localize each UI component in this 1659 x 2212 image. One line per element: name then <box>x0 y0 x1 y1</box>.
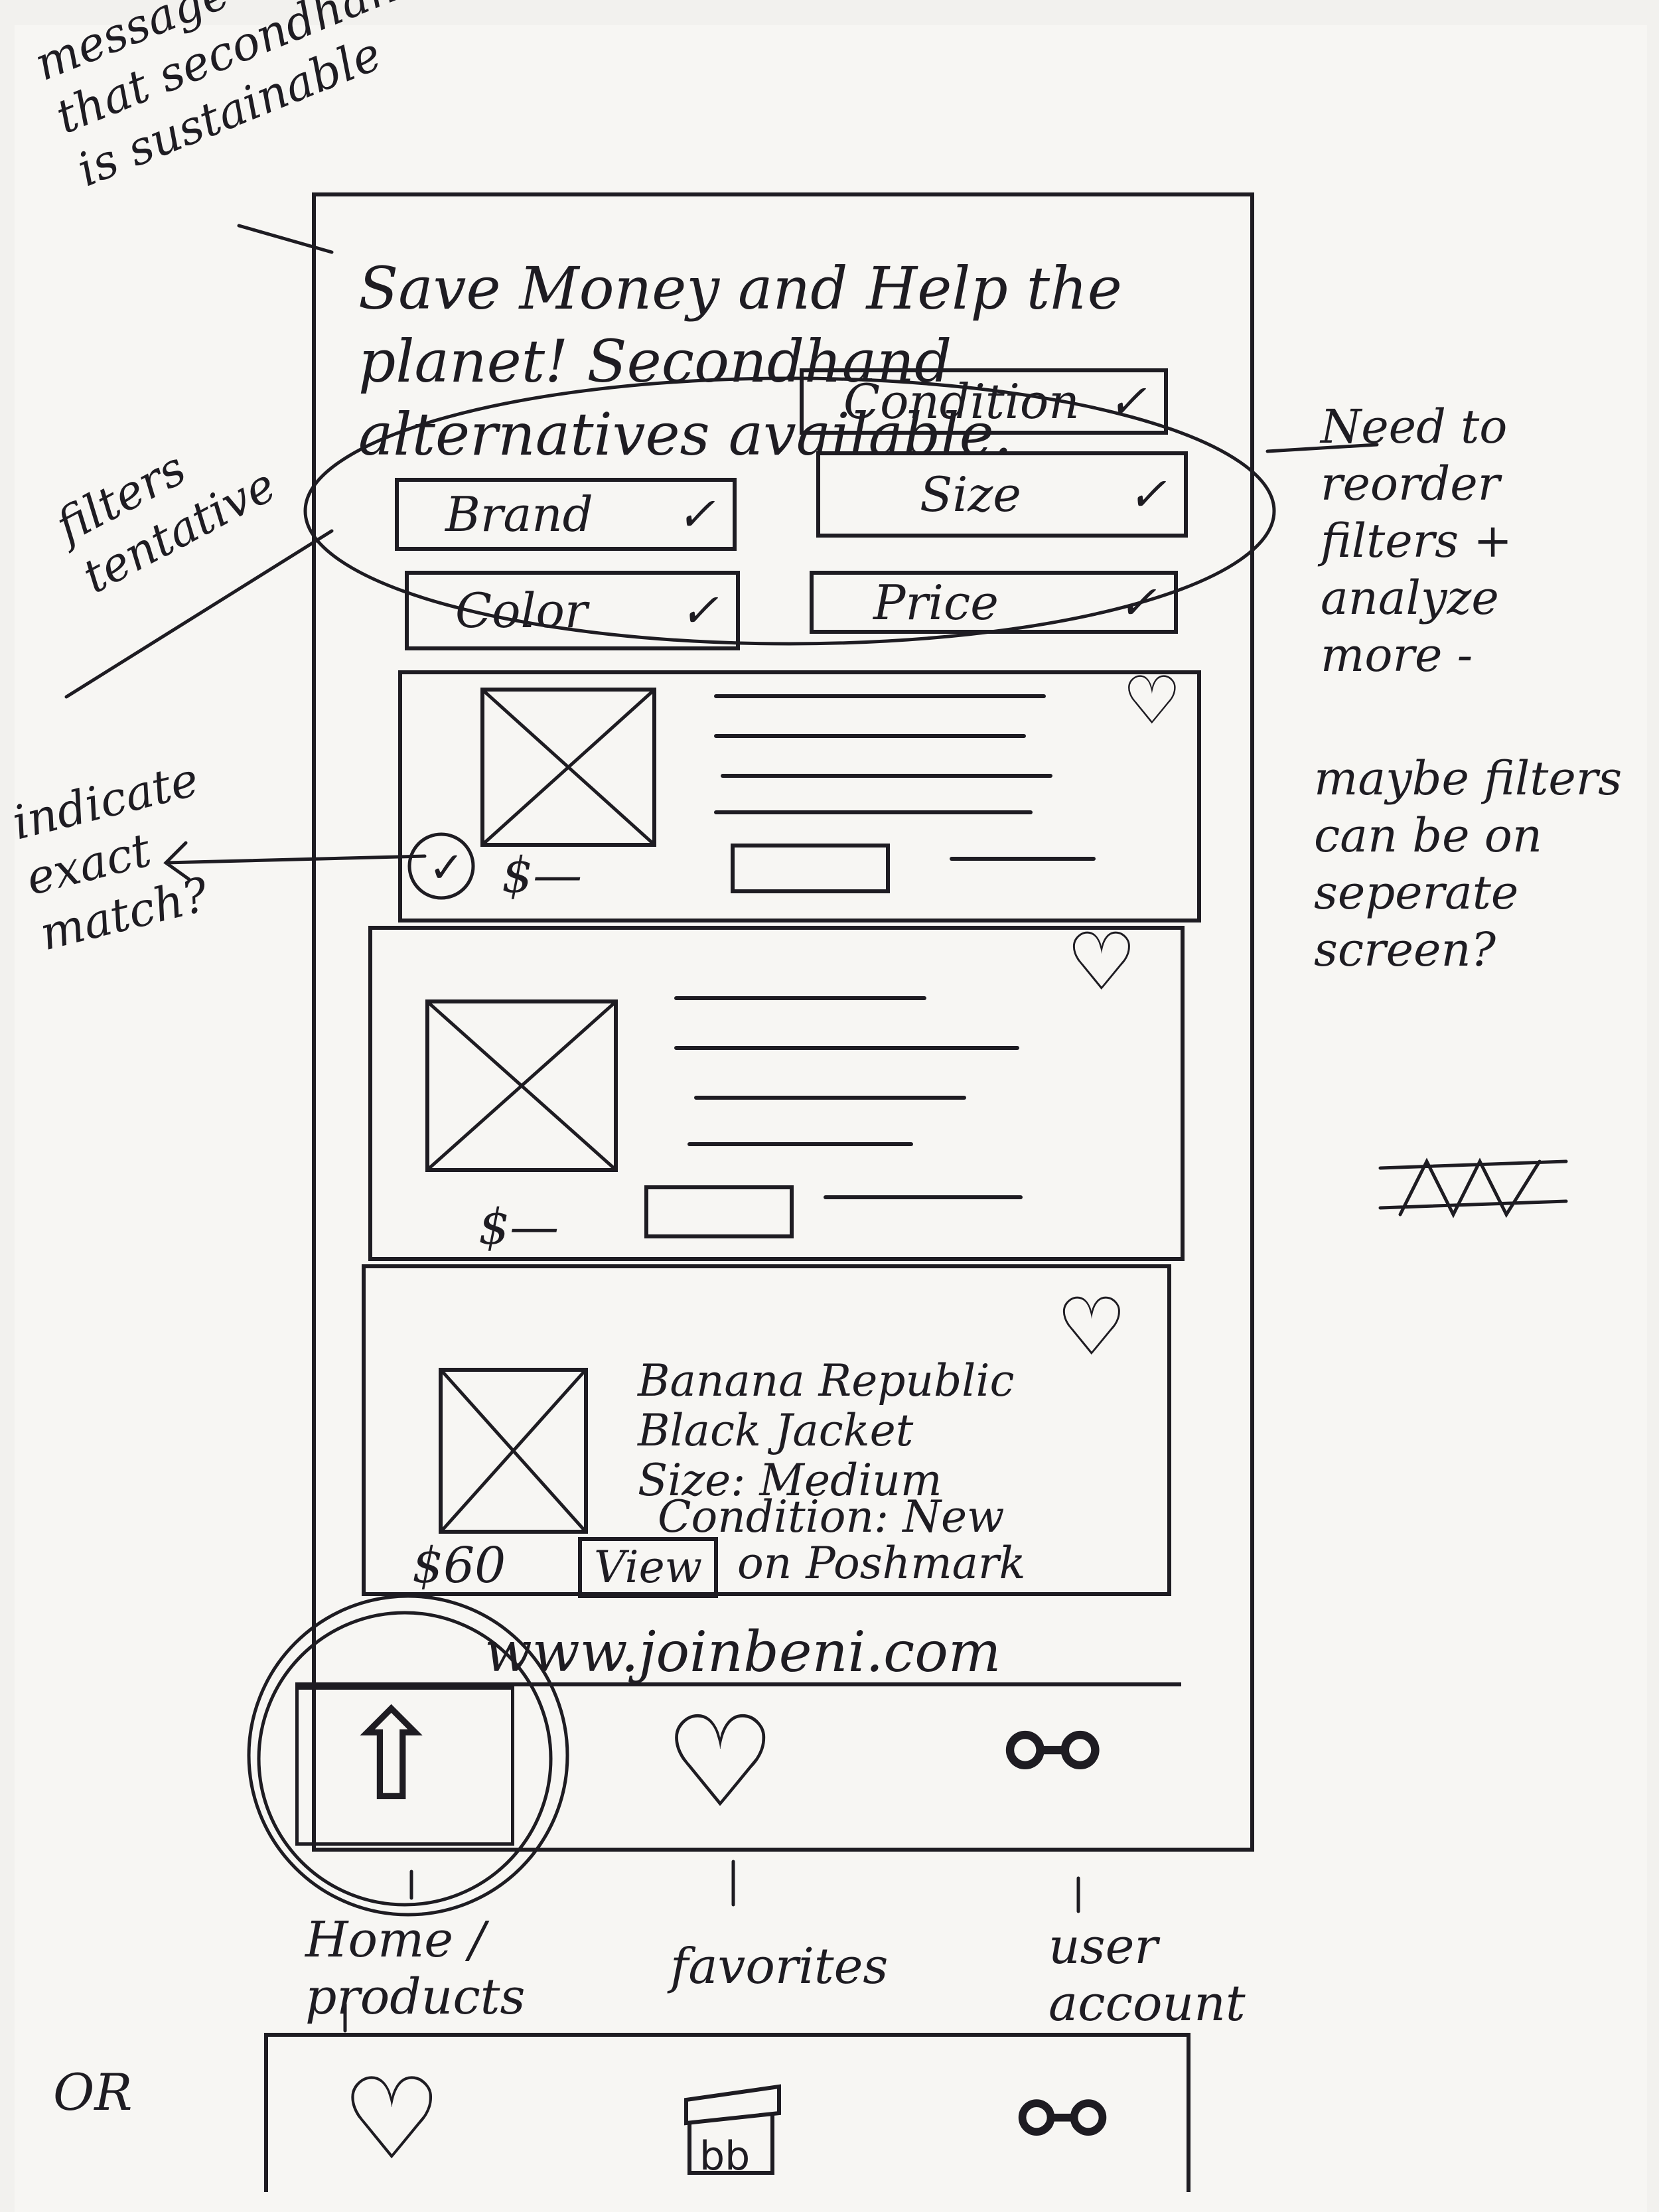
filter-label: Color <box>455 583 588 638</box>
image-placeholder-icon <box>441 1370 585 1531</box>
filter-brand[interactable]: Brand ✓ <box>395 478 737 551</box>
home-nav-label: Home / products <box>305 1911 526 2026</box>
favorite-heart-icon[interactable]: ♡ <box>1056 1282 1127 1374</box>
filter-condition[interactable]: Condition ✓ <box>800 368 1168 435</box>
view-button[interactable]: View <box>578 1537 719 1598</box>
shopping-bag-icon[interactable]: bb <box>680 2073 812 2206</box>
reorder-pointer-line <box>1265 443 1379 453</box>
chevron-down-icon: ✓ <box>676 487 715 542</box>
user-icon[interactable]: ⚯ <box>1018 2057 1108 2181</box>
text-placeholder-line <box>694 1096 966 1100</box>
product-name: Black Jacket <box>638 1405 914 1456</box>
product-card[interactable]: ♡ Banana Republic Black Jacket Size: Med… <box>362 1264 1171 1598</box>
text-placeholder-line <box>674 1046 1019 1050</box>
user-icon[interactable]: ⚯ <box>1005 1687 1100 1818</box>
or-label: OR <box>53 2063 133 2122</box>
exact-match-circle <box>407 832 475 900</box>
filter-label: Size <box>920 467 1021 522</box>
view-button-placeholder[interactable] <box>644 1185 794 1238</box>
chevron-down-icon: ✓ <box>1118 575 1157 630</box>
product-size: Size: Medium <box>638 1455 942 1506</box>
text-placeholder-line <box>950 857 1096 861</box>
filter-color[interactable]: Color ✓ <box>405 571 740 650</box>
filters-ellipse <box>303 376 1276 646</box>
product-image-placeholder <box>425 999 618 1172</box>
filter-label: Condition <box>843 374 1080 429</box>
alternative-bottom-nav: ♡ bb ⚯ <box>264 2033 1190 2192</box>
sustainability-banner: Save Money and Help the planet! Secondha… <box>358 254 1122 469</box>
image-placeholder-icon <box>428 1002 615 1169</box>
paper-sheet <box>15 25 1647 2212</box>
filter-price[interactable]: Price ✓ <box>810 571 1178 634</box>
scribble-mark <box>1378 1157 1568 1218</box>
favorite-heart-icon[interactable]: ♡ <box>1066 917 1137 1009</box>
price-label: $— <box>478 1199 559 1256</box>
product-image-placeholder <box>480 688 656 847</box>
home-highlight-circle-2 <box>247 1594 569 1917</box>
svg-text:bb: bb <box>699 2133 750 2179</box>
exact-match-check-icon: ✓ <box>429 844 465 893</box>
home-arrow-icon[interactable]: ⇧ <box>338 1682 445 1829</box>
favorite-heart-icon[interactable]: ♡ <box>1122 662 1182 739</box>
product-condition: Condition: New <box>658 1491 1005 1542</box>
text-placeholder-line <box>674 996 926 1000</box>
price-label: $— <box>502 847 583 904</box>
product-card[interactable]: ♡ $— <box>368 917 1185 1261</box>
chevron-down-icon: ✓ <box>680 583 719 638</box>
separate-screen-annotation: maybe filters can be on seperate screen? <box>1314 751 1623 977</box>
message-pointer-line <box>237 224 334 254</box>
filters-pointer-line <box>64 529 334 699</box>
image-placeholder-icon <box>483 690 654 844</box>
product-card[interactable]: ♡ ✓ $— <box>398 662 1201 922</box>
product-brand: Banana Republic <box>638 1355 1015 1406</box>
product-image-placeholder <box>439 1368 588 1534</box>
text-placeholder-line <box>824 1195 1023 1199</box>
home-nav-box[interactable] <box>295 1686 514 1846</box>
chevron-down-icon: ✓ <box>1108 374 1147 429</box>
heart-icon[interactable]: ♡ <box>341 2054 443 2185</box>
filter-label: Price <box>873 574 999 630</box>
bottom-nav: ⇧ ♡ ⚯ <box>295 1682 1181 1848</box>
price-label: $60 <box>412 1537 506 1594</box>
phone-frame <box>312 192 1254 1852</box>
filter-size[interactable]: Size ✓ <box>816 451 1188 538</box>
reorder-annotation: Need to reorder filters + analyze more - <box>1321 400 1512 682</box>
favorites-nav-label: favorites <box>670 1938 889 1995</box>
home-highlight-circle <box>257 1611 553 1907</box>
text-placeholder-line <box>714 734 1026 738</box>
filter-label: Brand <box>445 486 593 542</box>
text-placeholder-line <box>721 774 1052 778</box>
view-button-suffix: on Poshmark <box>737 1538 1026 1589</box>
exact-match-arrow <box>163 841 427 881</box>
view-button-placeholder[interactable] <box>731 844 890 893</box>
heart-icon[interactable]: ♡ <box>664 1689 777 1836</box>
account-nav-label: user account <box>1048 1918 1246 2032</box>
text-placeholder-line <box>714 694 1046 698</box>
text-placeholder-line <box>714 810 1033 814</box>
chevron-down-icon: ✓ <box>1127 467 1167 522</box>
text-placeholder-line <box>687 1142 913 1146</box>
site-url[interactable]: www.joinbeni.com <box>484 1619 1001 1684</box>
